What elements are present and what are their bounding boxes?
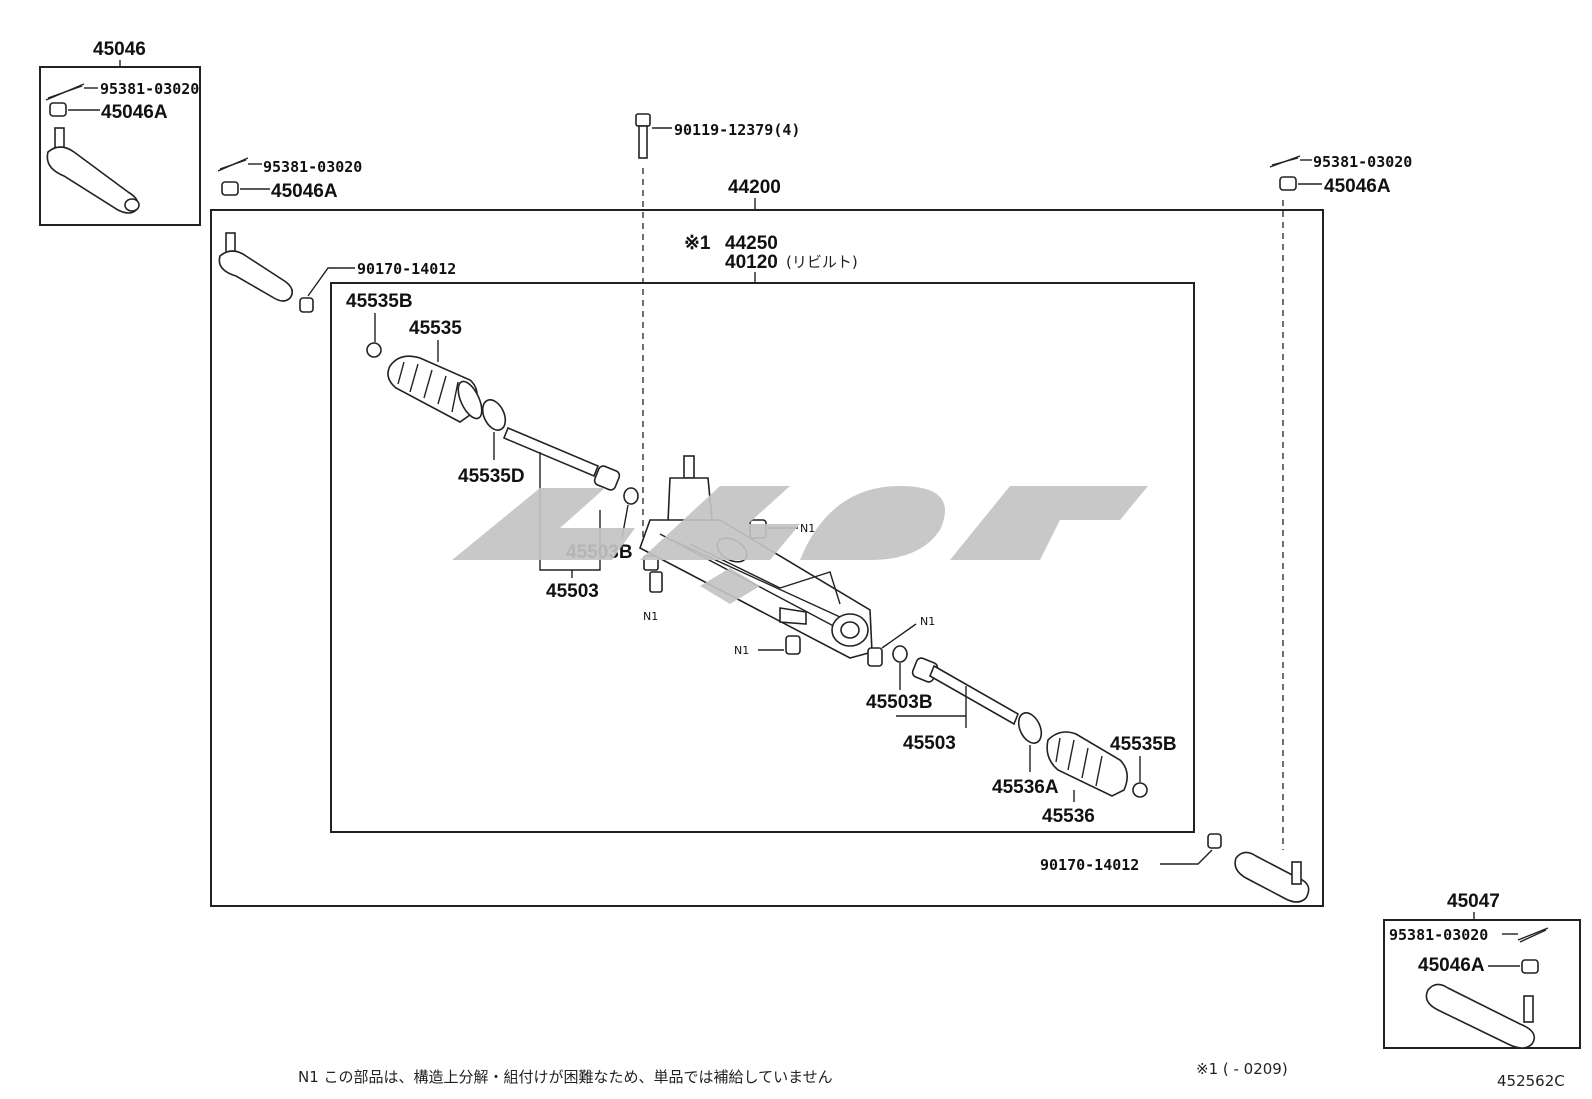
tie-rod-end-left: 90170-14012 — [218, 232, 456, 313]
n1-label-1: N1 — [800, 522, 815, 535]
clamp-left-label: 45535B — [346, 291, 413, 312]
kit-box-left: 45046 95381-03020 45046A — [39, 39, 201, 226]
watermark-logo — [452, 486, 1148, 604]
assembly-outer-label: 44200 — [728, 177, 781, 198]
n1-label-3: N1 — [734, 644, 749, 657]
kit-right-title: 45047 — [1447, 891, 1500, 912]
band-right-label: 45536A — [992, 777, 1059, 798]
kit-left-pin-label: 95381-03020 — [100, 80, 199, 98]
boot-left-label: 45535 — [409, 318, 462, 339]
rod-right-label: 45503 — [903, 733, 956, 754]
band-left-label: 45535D — [458, 466, 525, 487]
tie-rod-end-right-kit — [1425, 983, 1536, 1049]
nut-left-label: 90170-14012 — [357, 260, 456, 278]
right-boot-group: 45536A 45536 45535B — [992, 712, 1177, 827]
n1-label-4: N1 — [920, 615, 935, 628]
kit-left-nut-label: 45046A — [101, 102, 168, 123]
assembly-note-mark: ※1 — [684, 233, 711, 254]
diagram-code: 452562C — [1497, 1072, 1565, 1090]
clamp-right-label: 45535B — [1110, 734, 1177, 755]
boot-right-label: 45536 — [1042, 806, 1095, 827]
inner-rod-right: 45503B 45503 — [866, 645, 1020, 754]
kit-box-right: 45047 95381-03020 45046A — [1383, 891, 1581, 1049]
loose-right-group: 95381-03020 45046A — [1269, 153, 1412, 850]
loose-left-group: 95381-03020 45046A — [217, 157, 362, 202]
n1-label-2: N1 — [643, 610, 658, 623]
date-note: ※1 ( - 0209) — [1196, 1060, 1288, 1078]
assembly-inner-label-2-suffix: (リビルト) — [786, 253, 858, 271]
loose-left-pin-label: 95381-03020 — [263, 158, 362, 176]
boot-left — [387, 355, 483, 423]
assembly-outer: 44200 — [210, 177, 1324, 907]
left-boot-group: 45535B 45535 45535D — [346, 291, 525, 487]
bolt-group: 90119-12379(4) — [635, 113, 800, 550]
bolt-label: 90119-12379(4) — [674, 121, 800, 139]
nut-right-label: 90170-14012 — [1040, 856, 1139, 874]
tie-rod-end-left-kit — [46, 127, 140, 214]
kit-right-nut-label: 45046A — [1418, 955, 1485, 976]
rod-left-label: 45503 — [546, 581, 599, 602]
assembly-inner-label-1: 44250 — [725, 233, 778, 254]
assembly-inner: ※1 44250 40120 (リビルト) — [330, 233, 1195, 833]
tie-rod-end-right: 90170-14012 — [1040, 833, 1310, 903]
kit-left-title: 45046 — [93, 39, 146, 60]
washer-right-label: 45503B — [866, 692, 933, 713]
loose-left-nut-label: 45046A — [271, 181, 338, 202]
loose-right-pin-label: 95381-03020 — [1313, 153, 1412, 171]
kit-right-pin-label: 95381-03020 — [1389, 926, 1488, 944]
loose-right-nut-label: 45046A — [1324, 176, 1391, 197]
boot-right — [1046, 731, 1128, 797]
assembly-inner-label-2: 40120 — [725, 252, 778, 273]
footnote-n1: N1 この部品は、構造上分解・組付けが困難なため、単品では補給していません — [298, 1068, 833, 1086]
